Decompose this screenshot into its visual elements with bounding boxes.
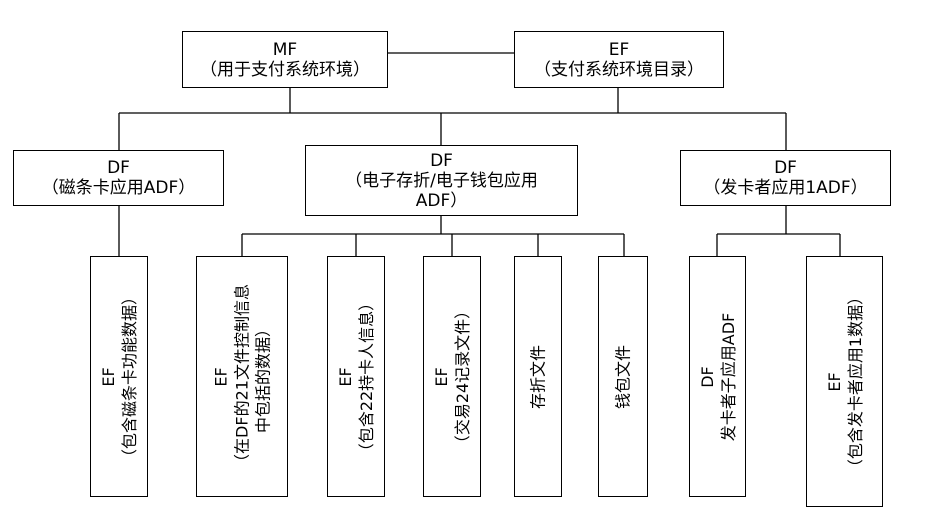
df-magstripe-title: DF [107, 158, 130, 178]
ef-issuer-data-desc: （包含发卡者应用1数据） [845, 288, 865, 475]
ef-directory-box: EF （支付系统环境目录） [514, 31, 724, 88]
ef-control-desc-2: 中包括的数据） [253, 320, 273, 433]
ef-txlog-title: EF [432, 366, 451, 387]
ef-cardholder-box: EF （包含22持卡人信息） [327, 256, 385, 497]
df-epassbook-desc-1: （电子存折/电子钱包应用 [345, 170, 538, 191]
df-issuer-title: DF [774, 158, 797, 178]
ef-txlog-desc: （交易24记录文件） [453, 302, 472, 451]
df-epassbook-desc-2: ADF） [415, 190, 468, 211]
ef-issuer-data-box: EF （包含发卡者应用1数据） [806, 256, 883, 507]
mf-title: MF [272, 39, 298, 60]
df-issuer-sub-title: DF [697, 365, 717, 388]
ef-directory-title: EF [608, 39, 630, 60]
df-magstripe-desc: （磁条卡应用ADF） [41, 178, 196, 198]
ef-control-desc-1: （在DF的21文件控制信息 [232, 283, 252, 470]
ef-magstripe-desc: （包含磁条卡功能数据） [120, 288, 139, 465]
df-epassbook-title: DF [430, 150, 453, 171]
df-epassbook-box: DF （电子存折/电子钱包应用 ADF） [305, 145, 578, 216]
ef-issuer-data-title: EF [824, 371, 844, 392]
ef-directory-desc: （支付系统环境目录） [534, 59, 704, 80]
df-issuer-sub-desc: 发卡者子应用ADF [718, 312, 738, 441]
ef-magstripe-box: EF （包含磁条卡功能数据） [90, 256, 148, 497]
ef-cardholder-desc: （包含22持卡人信息） [357, 294, 376, 459]
df-issuer-sub-box: DF 发卡者子应用ADF [689, 256, 746, 497]
wallet-file-box: 钱包文件 [598, 256, 648, 497]
passbook-file-label: 存折文件 [528, 344, 548, 409]
ef-txlog-box: EF （交易24记录文件） [423, 256, 481, 497]
df-magstripe-box: DF （磁条卡应用ADF） [13, 150, 224, 206]
ef-control-box: EF （在DF的21文件控制信息 中包括的数据） [196, 256, 288, 497]
ef-cardholder-title: EF [336, 366, 355, 387]
mf-desc: （用于支付系统环境） [200, 59, 370, 80]
df-issuer-desc: （发卡者应用1ADF） [703, 178, 868, 198]
mf-box: MF （用于支付系统环境） [182, 31, 388, 88]
passbook-file-box: 存折文件 [514, 256, 562, 497]
df-issuer-box: DF （发卡者应用1ADF） [680, 150, 891, 206]
wallet-file-label: 钱包文件 [613, 344, 633, 409]
ef-control-title: EF [211, 366, 231, 387]
ef-magstripe-title: EF [99, 366, 118, 387]
